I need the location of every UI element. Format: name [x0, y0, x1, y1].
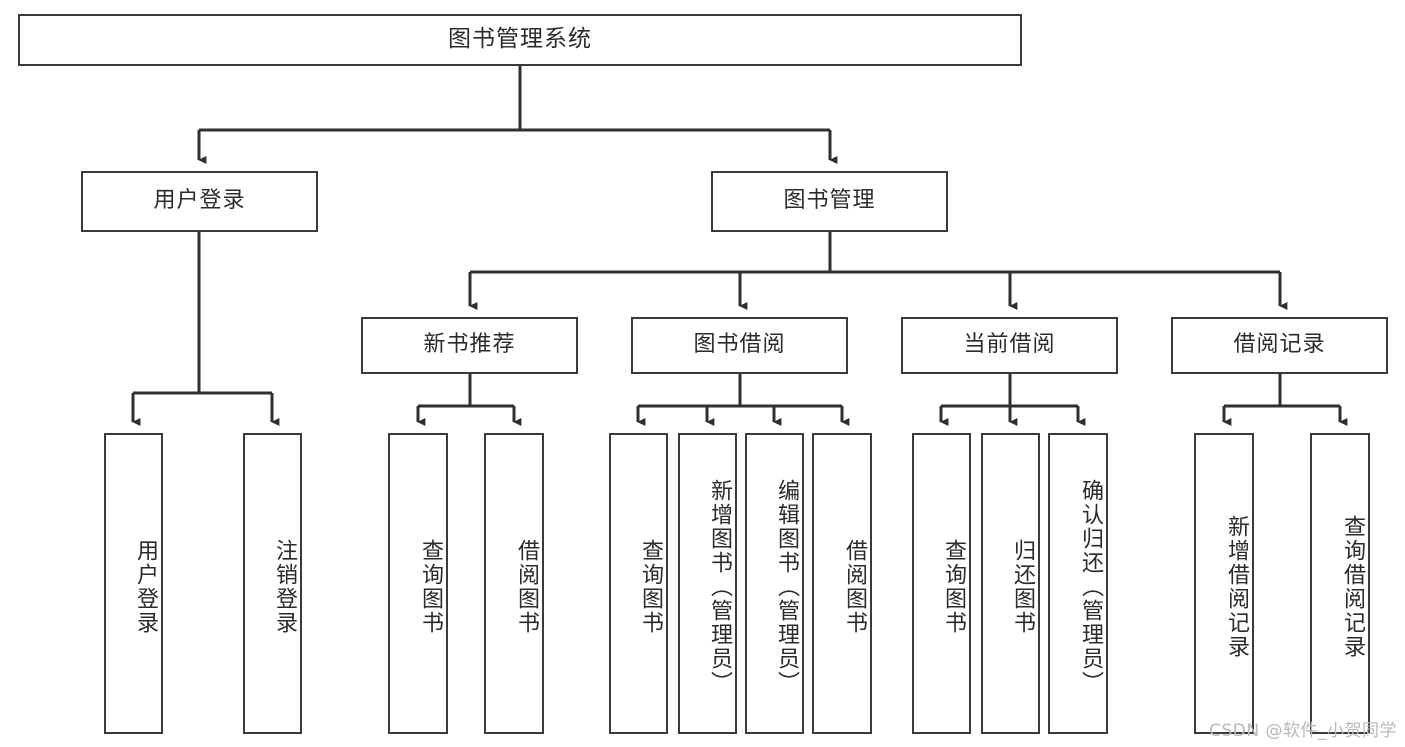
node-label: 新增图书（管理员） — [707, 478, 732, 695]
node-book-borrow[interactable]: 图书借阅 — [631, 317, 848, 374]
node-label: 图书管理系统 — [448, 26, 592, 53]
node-user-login[interactable]: 用户登录 — [81, 171, 318, 232]
node-label: 当前借阅 — [963, 332, 1056, 358]
node-leaf-query-book-2[interactable]: 查询图书 — [609, 433, 668, 734]
node-label: 查询图书 — [941, 538, 966, 635]
node-leaf-confirm-return[interactable]: 确认归还（管理员） — [1048, 433, 1108, 734]
node-leaf-borrow-book-1[interactable]: 借阅图书 — [484, 433, 544, 734]
csdn-watermark: CSDN @软件_小贺同学 — [1209, 721, 1397, 741]
node-label: 图书管理 — [783, 188, 876, 214]
node-label: 用户登录 — [133, 538, 158, 635]
node-label: 借阅记录 — [1233, 332, 1326, 358]
node-label: 查询图书 — [418, 538, 443, 635]
node-root-book-management-system[interactable]: 图书管理系统 — [18, 14, 1022, 66]
node-label: 借阅图书 — [842, 538, 867, 635]
node-leaf-query-record[interactable]: 查询借阅记录 — [1310, 433, 1370, 734]
node-leaf-borrow-book-2[interactable]: 借阅图书 — [812, 433, 872, 734]
node-leaf-edit-book[interactable]: 编辑图书（管理员） — [745, 433, 804, 734]
node-leaf-query-book-3[interactable]: 查询图书 — [912, 433, 971, 734]
node-label: 注销登录 — [272, 538, 297, 635]
node-leaf-add-record[interactable]: 新增借阅记录 — [1194, 433, 1254, 734]
node-label: 新增借阅记录 — [1224, 514, 1249, 659]
node-new-book-recommend[interactable]: 新书推荐 — [361, 317, 578, 374]
node-label: 查询借阅记录 — [1340, 514, 1365, 659]
node-label: 确认归还（管理员） — [1078, 478, 1103, 695]
node-leaf-user-login[interactable]: 用户登录 — [104, 433, 163, 734]
node-label: 图书借阅 — [693, 332, 786, 358]
node-book-management[interactable]: 图书管理 — [711, 171, 948, 232]
node-borrow-record[interactable]: 借阅记录 — [1171, 317, 1388, 374]
node-label: 归还图书 — [1010, 538, 1035, 635]
node-label: 编辑图书（管理员） — [774, 478, 799, 695]
node-label: 查询图书 — [638, 538, 663, 635]
node-current-borrow[interactable]: 当前借阅 — [901, 317, 1118, 374]
node-leaf-logout-login[interactable]: 注销登录 — [243, 433, 302, 734]
node-label: 新书推荐 — [423, 332, 516, 358]
node-label: 借阅图书 — [514, 538, 539, 635]
node-leaf-query-book-1[interactable]: 查询图书 — [388, 433, 448, 734]
node-leaf-add-book[interactable]: 新增图书（管理员） — [678, 433, 737, 734]
node-label: 用户登录 — [153, 188, 246, 214]
node-leaf-return-book[interactable]: 归还图书 — [981, 433, 1040, 734]
